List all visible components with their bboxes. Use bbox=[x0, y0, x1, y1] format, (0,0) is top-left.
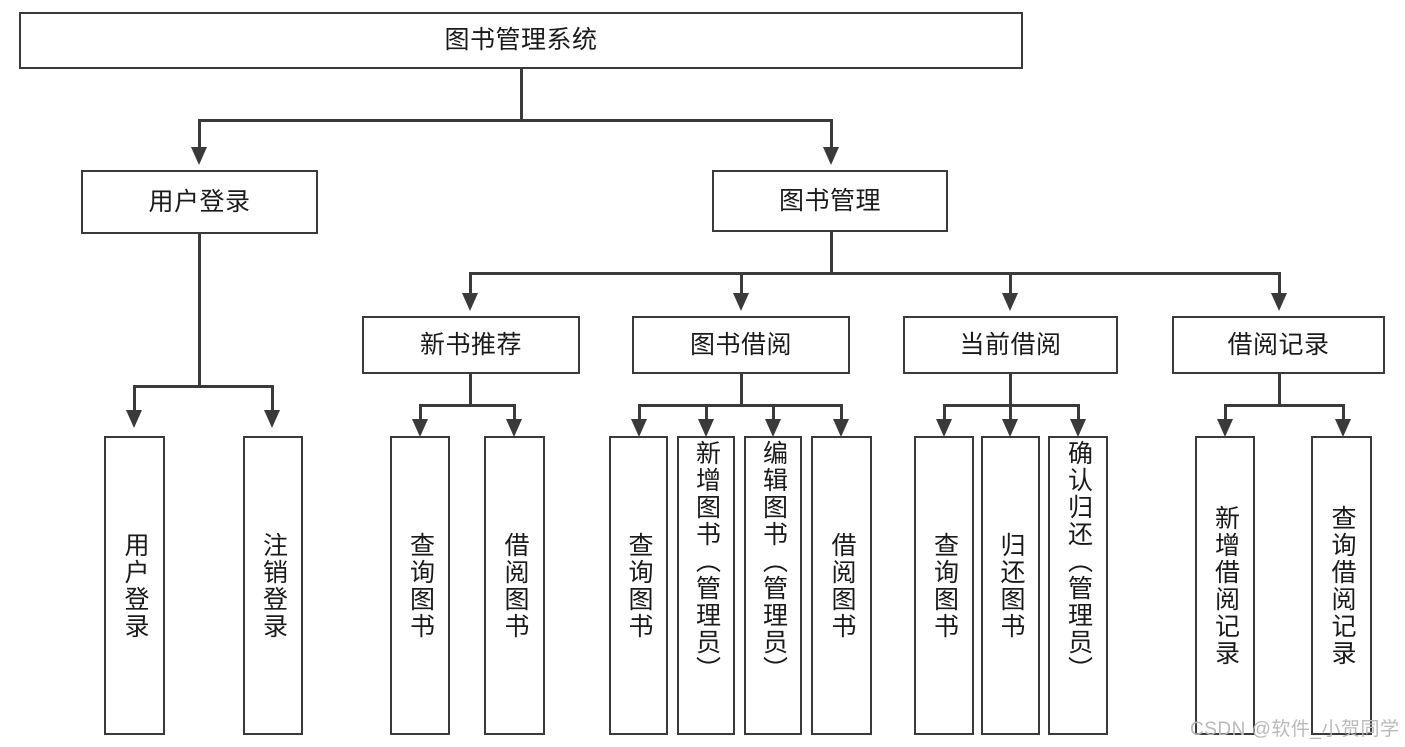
node-leaf-borrow-book-2: 借阅图书 bbox=[811, 436, 872, 735]
connector-user-login-to-leaf-1 bbox=[133, 385, 136, 412]
node-leaf-query-record-label: 查询借阅记录 bbox=[1328, 504, 1356, 667]
connector-bb-to-leaf-4 bbox=[840, 404, 843, 422]
connector-borrow-record-stem bbox=[1278, 374, 1281, 406]
node-leaf-add-book: 新增图书（管理员） bbox=[677, 436, 735, 735]
node-new-book-recommend-label: 新书推荐 bbox=[419, 330, 522, 359]
connector-book-management-stem bbox=[830, 232, 833, 275]
arrow-bm-to-current-borrow bbox=[1002, 293, 1018, 311]
arrow-br-to-leaf-1 bbox=[1217, 419, 1233, 437]
connector-book-borrow-stem bbox=[740, 374, 743, 406]
connector-new-book-to-leaf-2 bbox=[513, 404, 516, 422]
node-book-borrow-label: 图书借阅 bbox=[689, 330, 792, 359]
node-borrow-record: 借阅记录 bbox=[1172, 316, 1385, 374]
connector-cb-to-leaf-3 bbox=[1077, 404, 1080, 422]
connector-root-to-user-login bbox=[198, 119, 201, 149]
arrow-user-login-to-leaf-2 bbox=[264, 410, 280, 428]
node-new-book-recommend: 新书推荐 bbox=[362, 316, 580, 374]
node-leaf-user-login-label: 用户登录 bbox=[121, 531, 149, 640]
node-leaf-return-book: 归还图书 bbox=[981, 436, 1040, 735]
connector-level2-bus bbox=[469, 272, 1281, 275]
connector-bb-to-leaf-3 bbox=[772, 404, 775, 422]
node-leaf-query-book-2: 查询图书 bbox=[609, 436, 668, 735]
arrow-bb-to-leaf-1 bbox=[631, 419, 647, 437]
arrow-bm-to-borrow-record bbox=[1271, 293, 1287, 311]
node-leaf-confirm-return: 确认归还（管理员） bbox=[1048, 436, 1108, 735]
connector-cb-to-leaf-1 bbox=[943, 404, 946, 422]
connector-new-book-bus bbox=[419, 404, 515, 407]
node-book-management-label: 图书管理 bbox=[778, 186, 881, 215]
node-leaf-add-record: 新增借阅记录 bbox=[1195, 436, 1255, 735]
connector-new-book-stem bbox=[469, 374, 472, 406]
node-book-borrow: 图书借阅 bbox=[632, 316, 850, 374]
node-user-login-label: 用户登录 bbox=[148, 187, 251, 216]
connector-bm-to-current-borrow bbox=[1009, 272, 1012, 296]
node-leaf-borrow-book-2-label: 借阅图书 bbox=[828, 531, 856, 640]
node-leaf-query-book-1-label: 查询图书 bbox=[406, 531, 435, 640]
arrow-cb-to-leaf-1 bbox=[936, 419, 952, 437]
node-user-login: 用户登录 bbox=[81, 170, 318, 234]
node-book-management: 图书管理 bbox=[712, 170, 948, 232]
connector-br-to-leaf-1 bbox=[1224, 404, 1227, 422]
node-borrow-record-label: 借阅记录 bbox=[1227, 330, 1330, 359]
connector-root-stem bbox=[520, 69, 523, 121]
connector-user-login-to-leaf-2 bbox=[271, 385, 274, 412]
node-root: 图书管理系统 bbox=[19, 12, 1023, 69]
arrow-bb-to-leaf-3 bbox=[765, 419, 781, 437]
connector-user-login-stem bbox=[198, 234, 201, 387]
node-current-borrow: 当前借阅 bbox=[903, 316, 1118, 374]
connector-bb-to-leaf-2 bbox=[705, 404, 708, 422]
watermark: CSDN @软件_小贺同学 bbox=[1190, 719, 1400, 740]
node-leaf-query-book-2-label: 查询图书 bbox=[625, 531, 653, 640]
connector-cb-to-leaf-2 bbox=[1009, 404, 1012, 422]
node-root-label: 图书管理系统 bbox=[444, 26, 598, 55]
connector-new-book-to-leaf-1 bbox=[419, 404, 422, 422]
node-leaf-borrow-book-1-label: 借阅图书 bbox=[501, 531, 529, 640]
node-leaf-edit-book: 编辑图书（管理员） bbox=[744, 436, 802, 735]
node-current-borrow-label: 当前借阅 bbox=[959, 330, 1062, 359]
arrow-user-login-to-leaf-1 bbox=[126, 410, 142, 428]
connector-user-login-bus bbox=[133, 385, 273, 388]
connector-borrow-record-bus bbox=[1224, 404, 1342, 407]
node-leaf-query-book-1: 查询图书 bbox=[390, 436, 450, 735]
node-leaf-return-book-label: 归还图书 bbox=[997, 531, 1025, 640]
arrow-cb-to-leaf-2 bbox=[1002, 419, 1018, 437]
node-leaf-add-record-label: 新增借阅记录 bbox=[1211, 504, 1240, 667]
arrow-cb-to-leaf-3 bbox=[1070, 419, 1086, 437]
node-leaf-query-book-3-label: 查询图书 bbox=[930, 531, 959, 640]
arrow-bb-to-leaf-4 bbox=[833, 419, 849, 437]
connector-book-borrow-bus bbox=[638, 404, 842, 407]
arrow-bb-to-leaf-2 bbox=[698, 419, 714, 437]
node-leaf-logout-label: 注销登录 bbox=[259, 531, 288, 640]
node-leaf-logout: 注销登录 bbox=[243, 436, 303, 735]
arrow-new-book-to-leaf-2 bbox=[506, 419, 522, 437]
connector-current-borrow-stem bbox=[1009, 374, 1012, 406]
node-leaf-user-login: 用户登录 bbox=[104, 436, 165, 735]
connector-bm-to-borrow-record bbox=[1278, 272, 1281, 296]
node-leaf-confirm-return-label: 确认归还（管理员） bbox=[1064, 440, 1093, 683]
node-leaf-query-record: 查询借阅记录 bbox=[1311, 436, 1372, 735]
connector-bm-to-new-book bbox=[469, 272, 472, 296]
connector-bm-to-book-borrow bbox=[740, 272, 743, 296]
arrow-root-to-user-login bbox=[191, 147, 207, 165]
node-leaf-query-book-3: 查询图书 bbox=[914, 436, 974, 735]
node-leaf-add-book-label: 新增图书（管理员） bbox=[692, 440, 721, 683]
arrow-root-to-book-management bbox=[823, 147, 839, 165]
node-leaf-edit-book-label: 编辑图书（管理员） bbox=[759, 440, 788, 683]
arrow-br-to-leaf-2 bbox=[1335, 419, 1351, 437]
arrow-bm-to-book-borrow bbox=[733, 293, 749, 311]
connector-br-to-leaf-2 bbox=[1342, 404, 1345, 422]
node-leaf-borrow-book-1: 借阅图书 bbox=[484, 436, 545, 735]
arrow-bm-to-new-book bbox=[462, 293, 478, 311]
connector-root-to-book-management bbox=[830, 119, 833, 149]
connector-bb-to-leaf-1 bbox=[638, 404, 641, 422]
connector-level1-bus bbox=[198, 119, 832, 122]
arrow-new-book-to-leaf-1 bbox=[412, 419, 428, 437]
